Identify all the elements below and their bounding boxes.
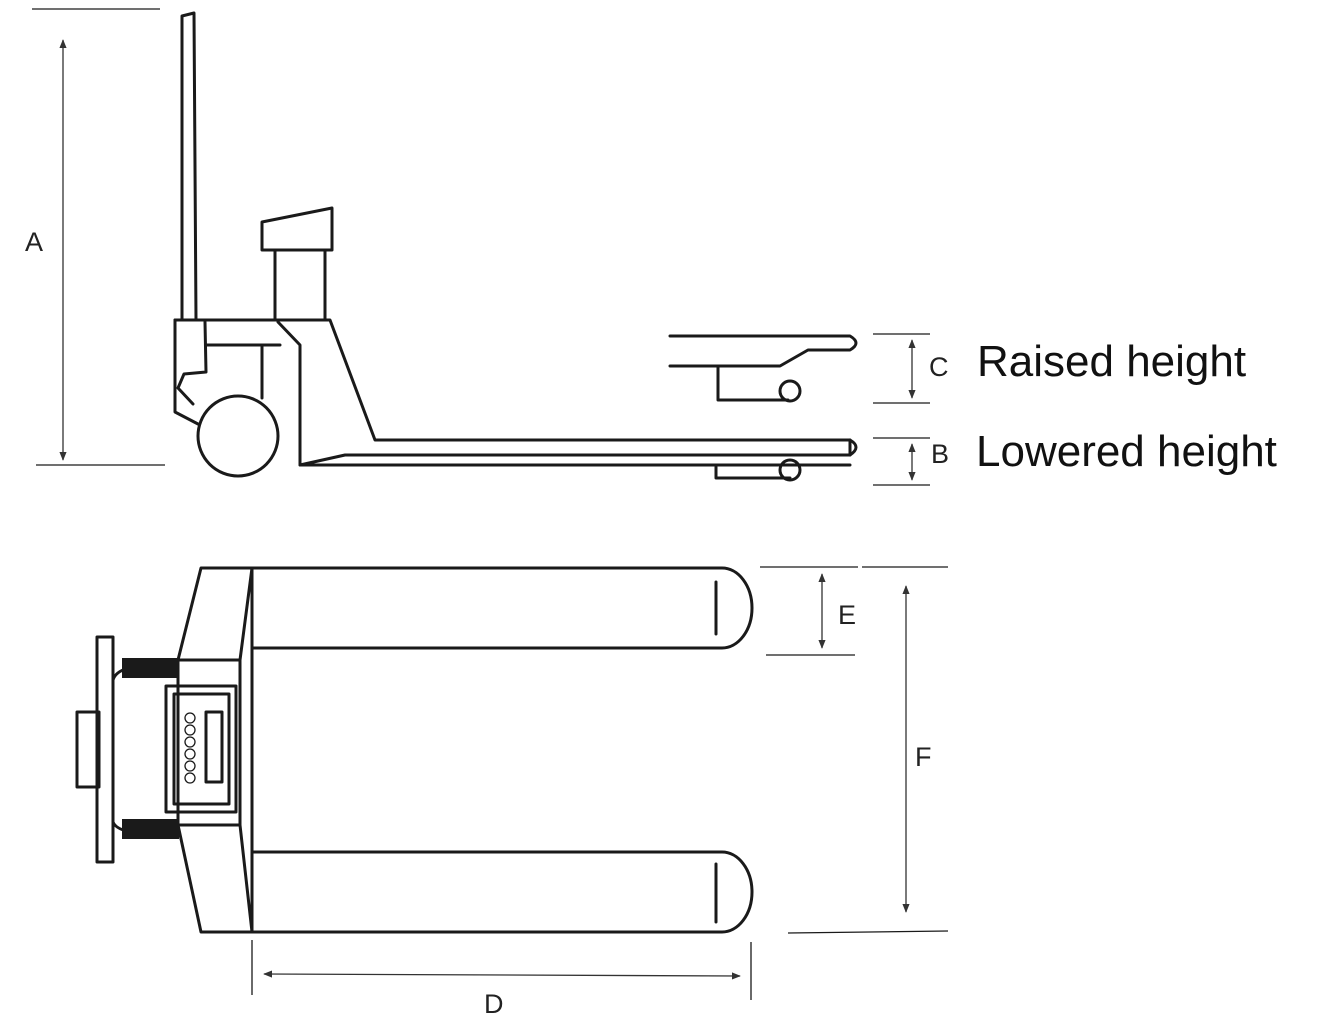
handle-grip	[75, 710, 101, 789]
indicator-display	[260, 206, 334, 252]
indicator-screen	[204, 710, 224, 784]
side-view: A C Raised height B Lowered height	[25, 8, 1277, 486]
indicator-panel-outer	[164, 684, 238, 814]
steer-wheel	[196, 394, 280, 478]
fork-upper	[250, 566, 754, 650]
handle-shaft	[180, 11, 198, 322]
dim-d-arrow	[263, 970, 741, 980]
dim-e-label: E	[838, 600, 856, 630]
mount-block-upper	[122, 658, 179, 678]
dim-b-label: B	[931, 439, 949, 469]
lowered-roller-bracket	[714, 465, 792, 480]
dim-d-label: D	[484, 989, 504, 1019]
keypad-button	[184, 772, 196, 784]
indicator-panel-inner	[172, 692, 231, 806]
fork-lower	[250, 850, 754, 934]
keypad-button	[184, 724, 196, 736]
raised-height-caption: Raised height	[977, 337, 1246, 386]
handle-plate	[95, 635, 115, 864]
raised-roller-bracket	[716, 364, 790, 402]
dim-a-label: A	[25, 227, 43, 257]
mount-block-lower	[122, 819, 179, 839]
lowered-height-caption: Lowered height	[976, 427, 1277, 476]
raised-roller	[778, 379, 802, 403]
indicator-column	[273, 248, 327, 322]
keypad-button	[184, 736, 196, 748]
dim-c-label: C	[929, 352, 949, 382]
lowered-roller	[778, 458, 802, 482]
keypad-button	[184, 712, 196, 724]
top-view: E F D	[75, 566, 949, 1019]
dim-f-label: F	[915, 742, 932, 772]
keypad-button	[184, 760, 196, 772]
raised-fork	[668, 334, 858, 368]
keypad-button	[184, 748, 196, 760]
